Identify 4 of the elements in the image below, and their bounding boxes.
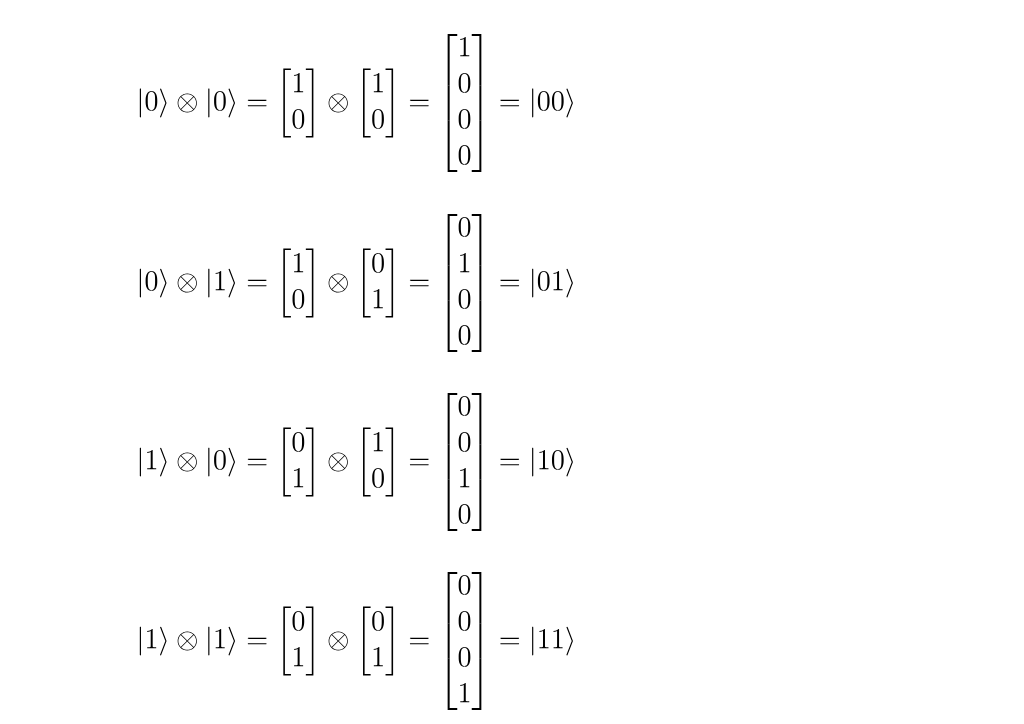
equation: $|0\rangle \otimes |1\rangle = \begin{bmatrix}1\\0\end{bmatrix} \otimes \begin{bmatrix}0\\1\end{bmatrix} = \begin{bmatrix}0\\1\\0\\0\end{bmatrix} = |01\rangle$ [139, 213, 573, 353]
equation: $|1\rangle \otimes |0\rangle = \begin{bmatrix}0\\1\end{bmatrix} \otimes \begin{bmatrix}1\\0\end{bmatrix} = \begin{bmatrix}0\\0\\1\\0\end{bmatrix} = |10\rangle$ [139, 392, 573, 532]
equation: $|1\rangle \otimes |1\rangle = \begin{bmatrix}0\\1\end{bmatrix} \otimes \begin{bmatrix}0\\1\end{bmatrix} = \begin{bmatrix}0\\0\\0\\1\end{bmatrix} = |11\rangle$ [139, 571, 573, 711]
equation: $|0\rangle \otimes |0\rangle = \begin{bmatrix}1\\0\end{bmatrix} \otimes \begin{bmatrix}1\\0\end{bmatrix} = \begin{bmatrix}1\\0\\0\\0\end{bmatrix} = |00\rangle$ [139, 33, 573, 173]
